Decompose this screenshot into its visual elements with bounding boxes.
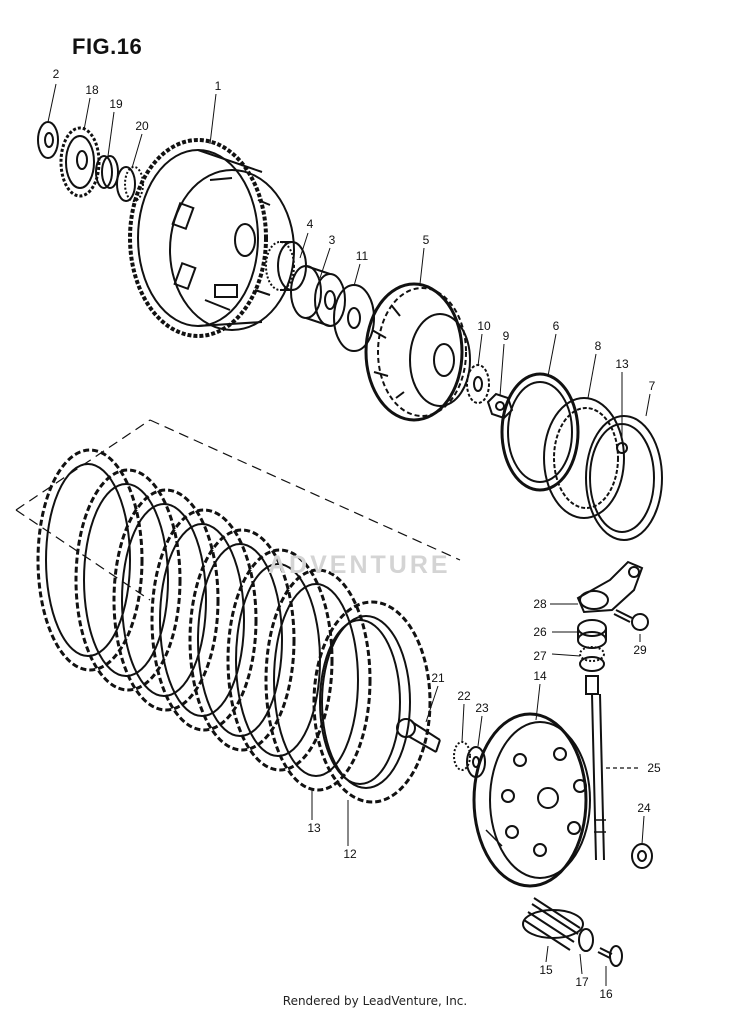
- footer-credit: Rendered by LeadVenture, Inc.: [282, 994, 468, 1008]
- label-21: 21: [431, 671, 445, 685]
- part-24-nut: [631, 843, 653, 869]
- label-20: 20: [135, 119, 149, 133]
- part-29-bolt: [613, 609, 649, 631]
- part-19-bushing: [95, 155, 119, 189]
- label-29: 29: [633, 643, 647, 657]
- watermark: ADVENTURE: [268, 551, 451, 579]
- part-1-clutch-housing: [128, 138, 295, 338]
- leader-lines: [47, 83, 651, 986]
- label-1: 1: [215, 79, 222, 93]
- label-12: 12: [343, 847, 357, 861]
- clutch-plate-stack: [15, 419, 461, 804]
- part-15-spring: [522, 897, 584, 951]
- part-21-release-rod: [396, 718, 441, 753]
- label-25: 25: [647, 761, 661, 775]
- label-18: 18: [85, 83, 99, 97]
- part-18-sprocket: [59, 126, 101, 198]
- label-7: 7: [649, 379, 656, 393]
- figure-title: FIG.16: [72, 34, 143, 59]
- part-number-labels: 2 18 19 20 1 4 3 11 5 10 9 6 8 13 7 21 2…: [53, 67, 661, 1001]
- label-6: 6: [553, 319, 560, 333]
- part-2-washer: [37, 121, 59, 159]
- part-14-pressure-disc: [472, 712, 591, 888]
- part-7-ring: [585, 415, 663, 541]
- part-8-plate: [543, 397, 625, 519]
- label-4: 4: [307, 217, 314, 231]
- part-3-spacer: [290, 265, 346, 327]
- part-16-bolt: [597, 945, 623, 967]
- part-17-washer: [578, 928, 594, 952]
- part-13-pin: [616, 442, 628, 454]
- label-13: 13: [307, 821, 321, 835]
- part-27-bushing: [579, 646, 605, 672]
- part-20-bearing: [116, 166, 144, 202]
- label-13-top: 13: [615, 357, 629, 371]
- label-26: 26: [533, 625, 547, 639]
- label-17: 17: [575, 975, 589, 989]
- label-11: 11: [356, 249, 369, 263]
- label-14: 14: [533, 669, 547, 683]
- label-24: 24: [637, 801, 651, 815]
- part-10-lock-washer: [466, 364, 490, 404]
- label-2: 2: [53, 67, 60, 81]
- part-5-sleeve-hub: [364, 282, 471, 422]
- label-9: 9: [503, 329, 510, 343]
- part-4-needle-bearing: [265, 241, 307, 291]
- part-25-push-shaft: [585, 675, 640, 861]
- label-15: 15: [539, 963, 553, 977]
- label-10: 10: [477, 319, 491, 333]
- label-5: 5: [423, 233, 430, 247]
- label-19: 19: [109, 97, 123, 111]
- label-22: 22: [457, 689, 471, 703]
- label-3: 3: [329, 233, 336, 247]
- label-23: 23: [475, 701, 489, 715]
- label-28: 28: [533, 597, 547, 611]
- label-8: 8: [595, 339, 602, 353]
- label-27: 27: [533, 649, 547, 663]
- part-26-oil-seal: [577, 619, 607, 649]
- part-28-release-arm: [576, 560, 644, 614]
- part-6-spring-plate: [500, 372, 580, 492]
- label-16: 16: [599, 987, 613, 1001]
